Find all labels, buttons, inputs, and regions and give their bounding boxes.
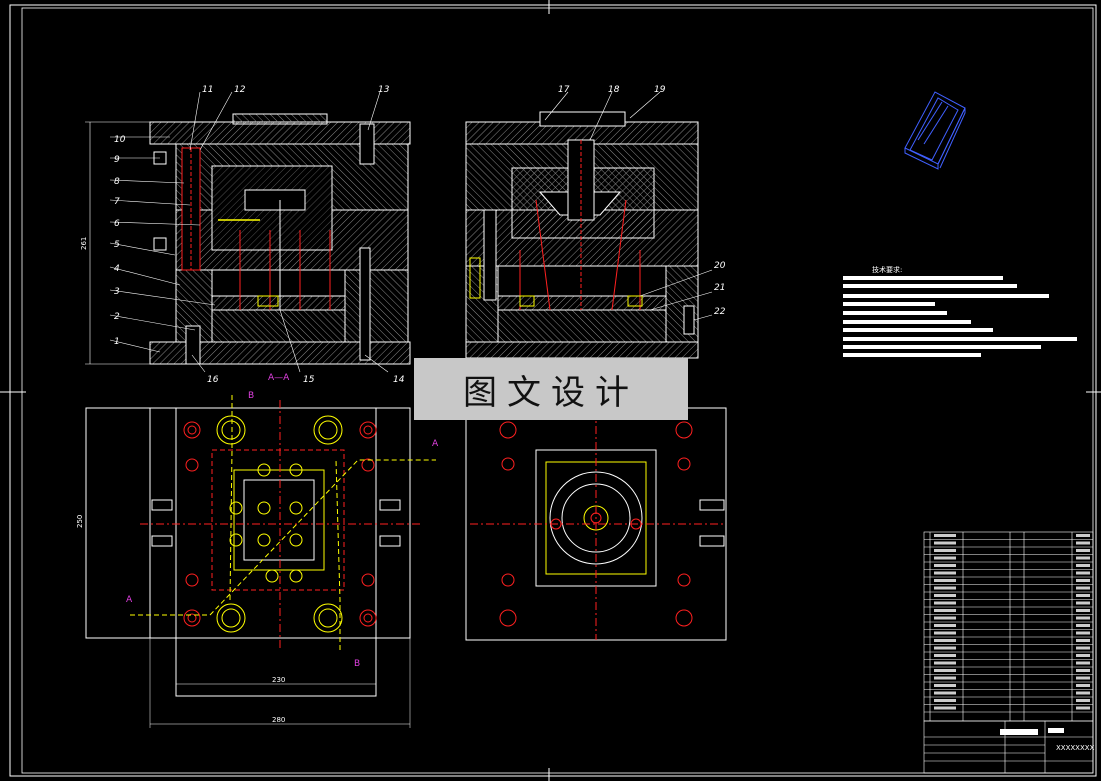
part-number-18: 18 — [608, 85, 620, 95]
part-isometric-icon — [904, 91, 966, 170]
part-number-11: 11 — [202, 85, 213, 95]
bom-row-code — [1076, 541, 1090, 545]
bom-row-text — [934, 654, 956, 657]
bom-row-text — [934, 676, 956, 680]
plan-view-left: B B A A — [85, 391, 439, 697]
part-number-6: 6 — [114, 219, 120, 229]
bom-row-code — [1076, 669, 1090, 672]
bom-row-text — [934, 586, 956, 590]
part-number-3: 3 — [114, 287, 120, 297]
bom-row-text — [934, 639, 956, 642]
bom-row-code — [1076, 594, 1090, 597]
bom-row-code — [1076, 631, 1090, 635]
bom-row-text — [934, 579, 956, 582]
bom-row-code — [1076, 646, 1090, 650]
bom-row-code — [1076, 571, 1090, 575]
part-number-8: 8 — [114, 177, 120, 187]
bom-row-code — [1076, 661, 1090, 665]
bom-row-code — [1076, 609, 1090, 612]
technical-requirements: 技术要求: — [843, 265, 1077, 357]
section-marker-b-bottom: B — [354, 659, 360, 669]
bom-row-code — [1076, 564, 1090, 567]
bom-row-code — [1076, 639, 1090, 642]
bom-row-text — [934, 661, 956, 665]
section-marker-a-right: A — [432, 439, 439, 449]
part-number-12: 12 — [234, 85, 246, 95]
bom-row-code — [1076, 556, 1090, 560]
bom-row-code — [1076, 579, 1090, 582]
part-number-15: 15 — [303, 375, 315, 385]
bom-row-text — [934, 541, 956, 545]
bom-row-code — [1076, 549, 1090, 552]
part-number-4: 4 — [114, 264, 120, 274]
dimension-250: 250 — [76, 515, 84, 528]
bom-row-text — [934, 601, 956, 605]
bom-row-code — [1076, 691, 1090, 695]
bom-row-text — [934, 616, 956, 620]
part-callouts-left: 10 9 8 7 6 5 4 3 2 1 11 12 13 14 15 16 A… — [109, 85, 405, 385]
bom-row-code — [1076, 699, 1090, 702]
part-number-20: 20 — [714, 261, 726, 271]
bom-row-text — [934, 631, 956, 635]
dimension-230: 230 — [272, 676, 285, 684]
bom-row-text — [934, 556, 956, 560]
bom-row-text — [934, 646, 956, 650]
dimension-280: 280 — [272, 716, 285, 724]
part-number-2: 2 — [114, 312, 120, 322]
watermark: 图文设计 — [414, 358, 688, 420]
bom-row-text — [934, 624, 956, 627]
dimension-261: 261 — [80, 237, 88, 250]
section-marker-a-left: A — [126, 595, 133, 605]
bom-row-code — [1076, 684, 1090, 687]
title-block — [923, 720, 1094, 774]
tech-req-title: 技术要求: — [872, 265, 902, 274]
dimension-height-top: 2 6 1 — [80, 121, 150, 365]
bom-row-text — [934, 684, 956, 687]
bom-row-code — [1076, 624, 1090, 627]
bom-row-code — [1076, 616, 1090, 620]
part-number-21: 21 — [714, 283, 725, 293]
bom-row-code — [1076, 706, 1090, 710]
bom-row-text — [934, 609, 956, 612]
plan-view-right — [465, 407, 727, 641]
bom-row-code — [1076, 654, 1090, 657]
part-number-17: 17 — [558, 85, 570, 95]
part-number-10: 10 — [114, 135, 126, 145]
bom-row-text — [934, 564, 956, 567]
part-number-16: 16 — [207, 375, 219, 385]
bom-row-text — [934, 571, 956, 575]
plan-dimensions: 250 230 280 — [76, 408, 411, 728]
part-number-9: 9 — [114, 155, 120, 165]
bom-row-code — [1076, 534, 1090, 537]
section-view-left — [149, 113, 411, 365]
section-view-right — [465, 111, 699, 359]
bom-row-text — [934, 691, 956, 695]
part-number-22: 22 — [714, 307, 726, 317]
part-number-13: 13 — [378, 85, 390, 95]
bom-row-code — [1076, 601, 1090, 605]
bom-row-text — [934, 706, 956, 710]
bom-row-text — [934, 699, 956, 702]
part-number-14: 14 — [393, 375, 405, 385]
part-number-7: 7 — [114, 197, 120, 207]
bom-row-code — [1076, 676, 1090, 680]
section-view-label: A—A — [268, 373, 290, 383]
bom-row-code — [1076, 586, 1090, 590]
bom-table — [923, 531, 1094, 722]
section-marker-b-top: B — [248, 391, 254, 401]
bom-row-text — [934, 594, 956, 597]
part-number-19: 19 — [654, 85, 666, 95]
part-number-1: 1 — [114, 337, 120, 347]
part-number-5: 5 — [114, 240, 120, 250]
bom-row-text — [934, 549, 956, 552]
bom-row-text — [934, 669, 956, 672]
title-block-code: XXXXXXXX — [1056, 744, 1095, 752]
bom-row-text — [934, 534, 956, 537]
part-callouts-right: 17 18 19 20 21 22 — [544, 85, 726, 321]
